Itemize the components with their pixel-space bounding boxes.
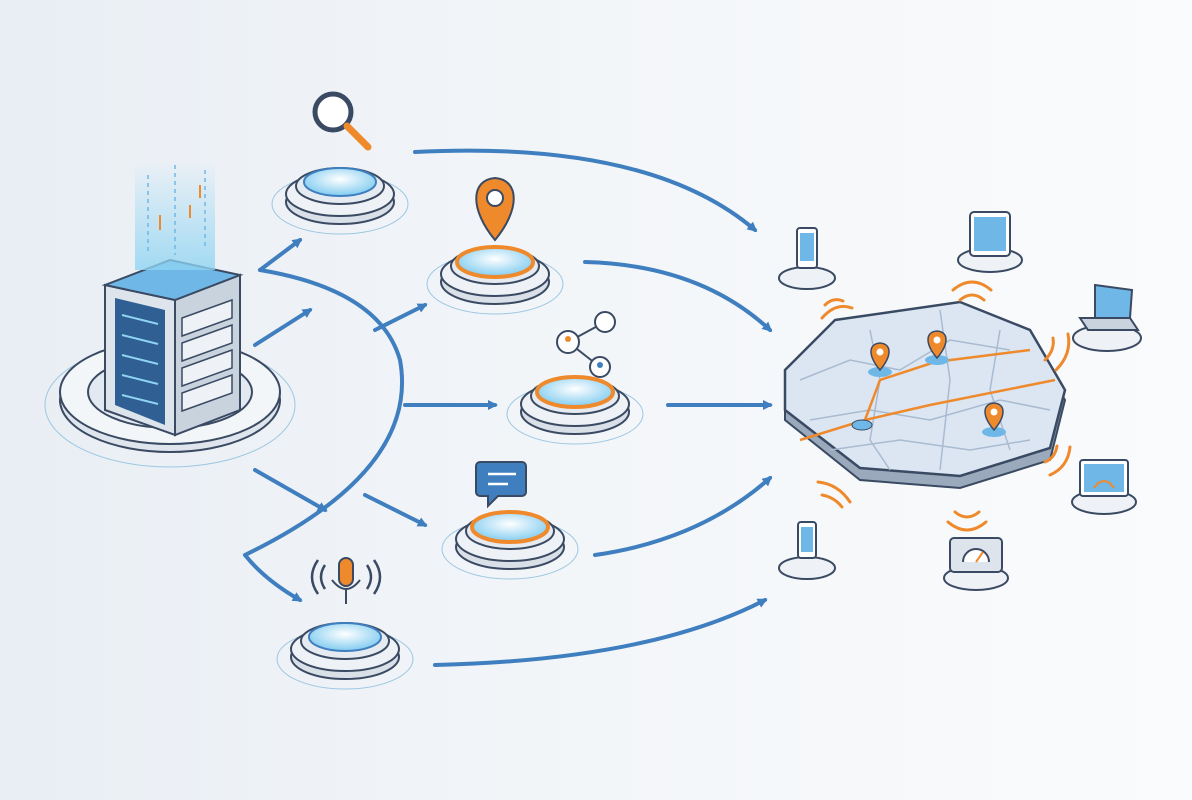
wifi-icon [816,480,852,509]
arrow-to-voice [243,553,303,602]
wifi-icon [1043,332,1071,372]
share-nodes-icon [556,311,616,378]
arrow-to-chat [363,493,428,527]
arrow-chat-to-map [593,476,773,557]
smartphone-icon [796,227,818,269]
device-laptop [1072,283,1142,352]
search-node [271,91,409,235]
smartphone-icon [797,521,817,559]
arrow-location-to-map [583,260,773,333]
chat-node [441,461,579,580]
device-tablet [957,211,1023,273]
arrow-to-search [258,238,303,272]
city-map [783,300,1067,490]
map-pins [851,330,1006,437]
branch-arrows [243,238,498,602]
arrow-to-location [373,303,428,332]
map-pin-icon [925,330,949,365]
server-node [44,160,296,468]
voice-node [276,557,414,690]
tablet-icon [969,211,1011,257]
chat-bubble-icon [475,461,527,509]
wifi-icon [1043,444,1072,477]
laptop-icon [1078,283,1140,331]
arrow-to-location-a [253,308,313,347]
arrow-voice-to-map [433,598,768,667]
device-gauge [943,537,1009,591]
location-node [426,176,564,315]
magnifier-icon [312,91,372,151]
map-pin-icon [475,176,515,242]
microphone-icon [310,557,382,604]
wifi-icon [820,298,854,320]
device-phone-top [778,227,836,290]
map-pin-icon [868,342,892,377]
wifi-icon [951,280,993,302]
arc-arrow [243,268,405,557]
arrow-search-to-map [413,148,758,232]
output-arrows [413,148,773,667]
device-car-display [1071,459,1137,515]
wireless-signals [816,280,1072,532]
arrow-to-chat-a [253,468,328,512]
device-phone-bottom [778,521,836,580]
speedometer-icon [949,537,1003,573]
map-pin-icon [982,402,1006,437]
server-icon [101,160,244,437]
wifi-icon [946,510,988,532]
car-dashboard-icon [1079,459,1129,497]
share-node [506,311,644,445]
